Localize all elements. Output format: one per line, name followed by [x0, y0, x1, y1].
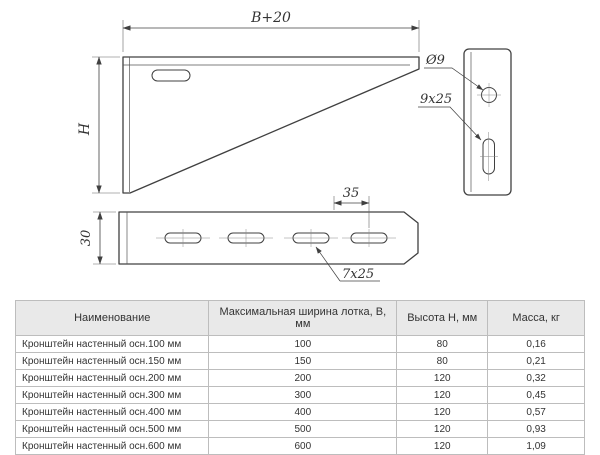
product-name-cell: Кронштейн настенный осн.500 мм: [14, 420, 210, 438]
value-cell: 0,32: [487, 369, 585, 387]
value-cell: 120: [396, 437, 489, 455]
callout-base-slot: 7х25: [315, 246, 380, 282]
technical-drawing: B+20 H Ø9 9х25: [77, 10, 512, 282]
dimension-base-height: 30: [79, 211, 116, 265]
dimension-height: H: [77, 56, 120, 194]
end-view: [463, 48, 512, 196]
value-cell: 400: [208, 403, 398, 421]
value-cell: 500: [208, 420, 398, 438]
value-cell: 0,45: [487, 386, 585, 404]
callout-hole-diameter: Ø9: [424, 53, 484, 91]
value-cell: 100: [208, 335, 398, 353]
value-cell: 80: [396, 335, 489, 353]
value-cell: 150: [208, 352, 398, 370]
value-cell: 0,16: [487, 335, 585, 353]
dim-label-pitch: 35: [343, 186, 360, 201]
bottom-view: [118, 211, 419, 265]
column-header: Масса, кг: [487, 300, 585, 336]
product-name-cell: Кронштейн настенный осн.600 мм: [14, 437, 210, 455]
value-cell: 600: [208, 437, 398, 455]
dim-label-base-height: 30: [79, 230, 94, 247]
dim-label-height: H: [77, 122, 93, 136]
column-header: Высота H, мм: [396, 300, 489, 336]
value-cell: 80: [396, 352, 489, 370]
column-header: Наименование: [14, 300, 210, 336]
value-cell: 300: [208, 386, 398, 404]
value-cell: 1,09: [487, 437, 585, 455]
column-header: Максимальная ширина лотка, В, мм: [208, 300, 398, 336]
side-view: [122, 56, 420, 194]
value-cell: 0,21: [487, 352, 585, 370]
base-slot-label: 7х25: [342, 267, 374, 282]
product-name-cell: Кронштейн настенный осн.400 мм: [14, 403, 210, 421]
hole-dia-label: Ø9: [425, 53, 445, 68]
side-slot-label: 9х25: [420, 92, 452, 107]
value-cell: 120: [396, 420, 489, 438]
top-slot: [151, 69, 191, 82]
product-name-cell: Кронштейн настенный осн.300 мм: [14, 386, 210, 404]
dim-label-width: B+20: [250, 10, 291, 26]
value-cell: 120: [396, 369, 489, 387]
value-cell: 120: [396, 403, 489, 421]
callout-side-slot: 9х25: [418, 92, 482, 141]
value-cell: 120: [396, 386, 489, 404]
product-name-cell: Кронштейн настенный осн.100 мм: [14, 335, 210, 353]
dimension-pitch: 35: [333, 186, 370, 228]
bracket-drawing-svg: B+20 H Ø9 9х25: [77, 10, 512, 282]
product-name-cell: Кронштейн настенный осн.150 мм: [14, 352, 210, 370]
value-cell: 200: [208, 369, 398, 387]
value-cell: 0,93: [487, 420, 585, 438]
product-name-cell: Кронштейн настенный осн.200 мм: [14, 369, 210, 387]
dimension-width: B+20: [122, 10, 420, 52]
value-cell: 0,57: [487, 403, 585, 421]
